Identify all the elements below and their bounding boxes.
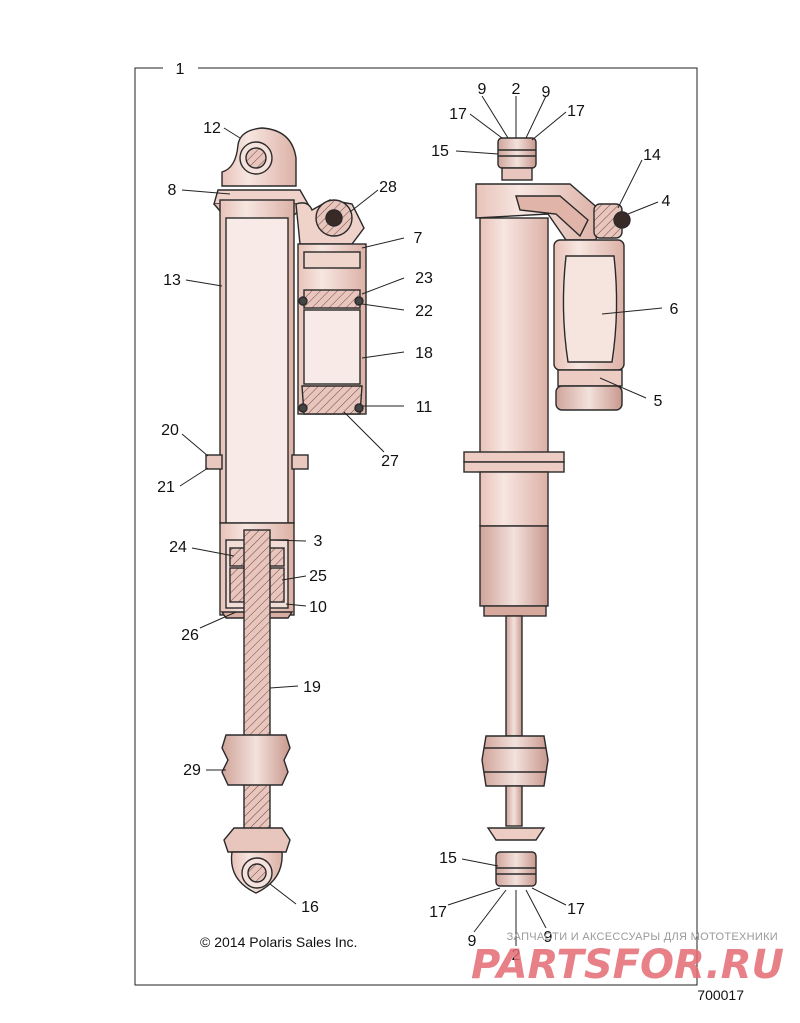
callout-labels: 1 12 8 13 28 7 23 22 18 11 27 20 21 3 24… <box>157 61 678 964</box>
callout-11: 11 <box>416 399 433 416</box>
drawing-number: 700017 <box>697 987 744 1003</box>
callout-9-bottom-right: 9 <box>544 929 553 946</box>
exterior-view <box>463 137 631 887</box>
callout-9-bottom-left: 9 <box>468 933 477 950</box>
callout-8: 8 <box>168 182 177 199</box>
callout-17-top-left: 17 <box>449 106 467 123</box>
callout-12: 12 <box>203 120 221 137</box>
callout-20: 20 <box>161 422 179 439</box>
callout-23: 23 <box>415 270 433 287</box>
callout-17-top-right: 17 <box>567 103 585 120</box>
callout-5: 5 <box>654 393 663 410</box>
callout-9-top-left: 9 <box>478 81 487 98</box>
callout-25: 25 <box>309 568 327 585</box>
callout-6: 6 <box>670 301 679 318</box>
callout-22: 22 <box>415 303 433 320</box>
callout-19: 19 <box>303 679 321 696</box>
sectional-view <box>205 127 367 894</box>
watermark-tagline: ЗАПЧАСТИ И АКСЕССУАРЫ ДЛЯ МОТОТЕХНИКИ <box>507 931 778 943</box>
callout-15-top: 15 <box>431 143 449 160</box>
callout-3: 3 <box>314 533 323 550</box>
callout-9-top-right: 9 <box>542 84 551 101</box>
watermark-logo: PARTSFOR.RU <box>471 942 784 988</box>
callout-4: 4 <box>662 193 671 210</box>
callout-15-bottom: 15 <box>439 850 457 867</box>
callout-2-bottom: 2 <box>512 947 521 964</box>
callout-28: 28 <box>379 179 397 196</box>
callout-7: 7 <box>414 230 423 247</box>
callout-18: 18 <box>415 345 433 362</box>
callout-26: 26 <box>181 627 199 644</box>
callout-27: 27 <box>381 453 399 470</box>
callout-14: 14 <box>643 147 661 164</box>
copyright-text: © 2014 Polaris Sales Inc. <box>200 934 357 950</box>
callout-24: 24 <box>169 539 187 556</box>
callout-17-bottom-right: 17 <box>567 901 585 918</box>
leader-lines <box>179 95 663 946</box>
assembly-frame <box>134 67 698 986</box>
callout-13: 13 <box>163 272 181 289</box>
callout-17-bottom-left: 17 <box>429 904 447 921</box>
callout-29: 29 <box>183 762 201 779</box>
callout-1: 1 <box>176 61 185 78</box>
callout-21: 21 <box>157 479 175 496</box>
callout-2-top: 2 <box>512 81 521 98</box>
callout-10: 10 <box>309 599 327 616</box>
callout-16: 16 <box>301 899 319 916</box>
